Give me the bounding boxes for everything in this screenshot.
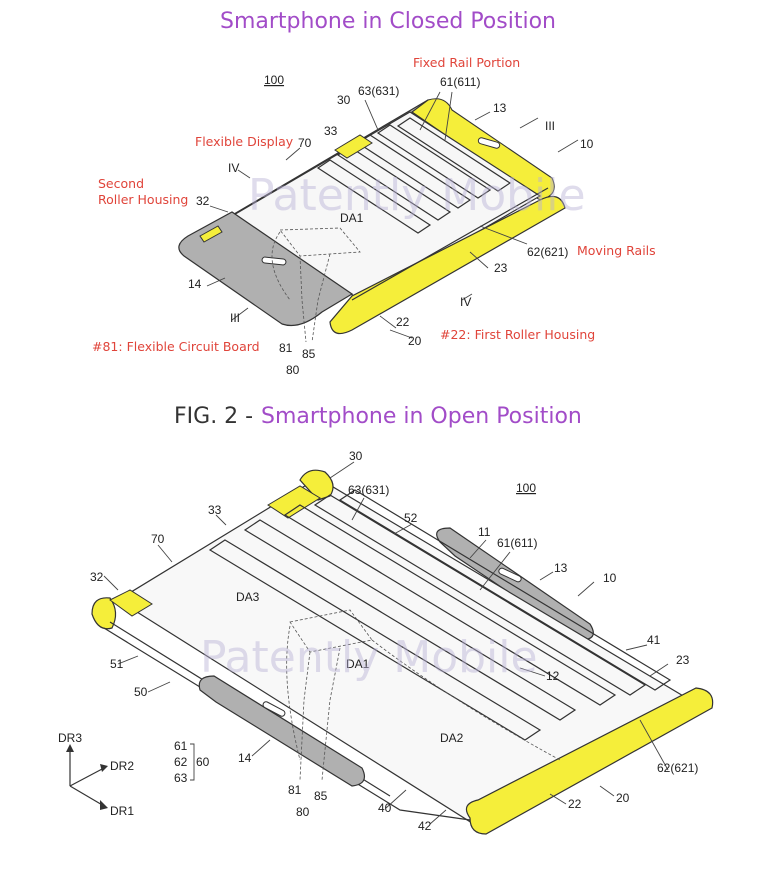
fig2-title: Smartphone in Open Position — [261, 404, 582, 429]
fig2-roller-left — [91, 597, 117, 630]
fig1-flex-circuit — [279, 227, 361, 257]
fig2-ref-62: 62(621) — [657, 761, 698, 775]
fig1-ref-33: 33 — [324, 124, 338, 138]
fig2-ref-g62: 62 — [174, 755, 188, 769]
fig2-ref-100: 100 — [516, 481, 536, 495]
fig1-ref-81: 81 — [279, 341, 293, 355]
fig2-ref-51: 51 — [110, 657, 124, 671]
fig2-ref-81: 81 — [288, 783, 302, 797]
fig2-ref-da1: DA1 — [346, 657, 370, 671]
fig1-callout-second-roller-1: Second — [98, 176, 144, 191]
fig2-ref-63: 63(631) — [348, 483, 389, 497]
fig1-ref-4b: IV — [460, 295, 471, 309]
fig1-ref-3a: III — [545, 119, 555, 133]
fig1-callout-flexible-display: Flexible Display — [195, 134, 294, 149]
fig1-ref-100: 100 — [264, 73, 284, 87]
fig2-ref-41: 41 — [647, 633, 661, 647]
fig1-housing-left — [178, 211, 354, 327]
fig1-ref-30: 30 — [337, 93, 351, 107]
fig1-roller-front — [329, 195, 566, 335]
fig2-ref-g60: 60 — [196, 755, 210, 769]
direction-axes — [66, 744, 108, 810]
fig2-ref-dr2: DR2 — [110, 759, 134, 773]
fig2-rails — [208, 489, 672, 741]
fig2-ref-14: 14 — [238, 751, 252, 765]
fig2-roller-top — [299, 469, 334, 501]
fig2-ref-22: 22 — [568, 797, 582, 811]
fig1-callout-flex-circuit: #81: Flexible Circuit Board — [92, 339, 260, 354]
fig1-ref-80: 80 — [286, 363, 300, 377]
fig2-ref-61: 61(611) — [497, 536, 537, 550]
fig2-ref-g63: 63 — [174, 771, 188, 785]
fig1-ref-63: 63(631) — [358, 84, 399, 98]
fig1-callout-fixed-rail: Fixed Rail Portion — [413, 55, 520, 70]
fig2-roller-bottom — [465, 687, 714, 835]
fig2-ref-10: 10 — [603, 571, 617, 585]
fig1-title: Smartphone in Closed Position — [220, 9, 556, 34]
fig2-device — [66, 461, 714, 835]
fig2-ref-70: 70 — [151, 532, 165, 546]
fig1-ref-23: 23 — [494, 261, 508, 275]
fig1-ref-13: 13 — [493, 101, 507, 115]
fig1-ref-4a: IV — [228, 161, 239, 175]
fig1-device — [178, 91, 579, 343]
fig1-ref-70: 70 — [298, 136, 312, 150]
fig2-ref-85: 85 — [314, 789, 328, 803]
fig2-flex-circuit — [289, 609, 373, 653]
fig2-ref-33: 33 — [208, 503, 222, 517]
fig1-reference-labels: 100 30 63(631) 61(611) 13 III 10 33 70 I… — [188, 73, 594, 377]
fig2-ref-dr3: DR3 — [58, 731, 82, 745]
fig1-callout-moving-rails: Moving Rails — [577, 243, 656, 258]
fig2-reference-labels: 30 63(631) 100 33 52 11 61(611) 70 13 10… — [58, 449, 698, 833]
fig1-ref-62: 62(621) — [527, 245, 568, 259]
fig2-ref-32: 32 — [90, 570, 104, 584]
fig2-ref-40: 40 — [378, 801, 392, 815]
fig2-ref-da3: DA3 — [236, 590, 260, 604]
fig2-ref-80: 80 — [296, 805, 310, 819]
fig1-ref-14: 14 — [188, 277, 202, 291]
fig2-ref-13: 13 — [554, 561, 568, 575]
fig2-ref-42: 42 — [418, 819, 432, 833]
fig1-callout-second-roller-2: Roller Housing — [98, 192, 188, 207]
fig1-ref-10: 10 — [580, 137, 594, 151]
fig2-title-prefix: FIG. 2 - — [174, 404, 253, 429]
watermark-bottom: Patently Mobile — [200, 632, 538, 683]
fig2-ref-dr1: DR1 — [110, 804, 134, 818]
fig2-ref-11: 11 — [478, 525, 491, 539]
fig1-ref-85: 85 — [302, 347, 316, 361]
watermark-top: Patently Mobile — [248, 170, 586, 221]
fig2-ref-12: 12 — [546, 669, 560, 683]
fig2-ref-da2: DA2 — [440, 731, 464, 745]
fig2-ref-30: 30 — [349, 449, 363, 463]
fig2-housing-left — [198, 675, 365, 787]
fig2-ref-23: 23 — [676, 653, 690, 667]
fig1-ref-20: 20 — [408, 334, 422, 348]
fig1-ref-32: 32 — [196, 194, 210, 208]
fig2-ref-52: 52 — [404, 511, 418, 525]
fig2-ref-50: 50 — [134, 685, 148, 699]
fig1-ref-61: 61(611) — [440, 75, 480, 89]
fig1-ref-da1: DA1 — [340, 211, 364, 225]
fig2-ref-g61: 61 — [174, 739, 188, 753]
fig2-ref-20: 20 — [616, 791, 630, 805]
fig1-ref-22: 22 — [396, 315, 410, 329]
fig1-ref-3b: III — [230, 311, 240, 325]
fig1-callout-first-roller: #22: First Roller Housing — [440, 327, 595, 342]
